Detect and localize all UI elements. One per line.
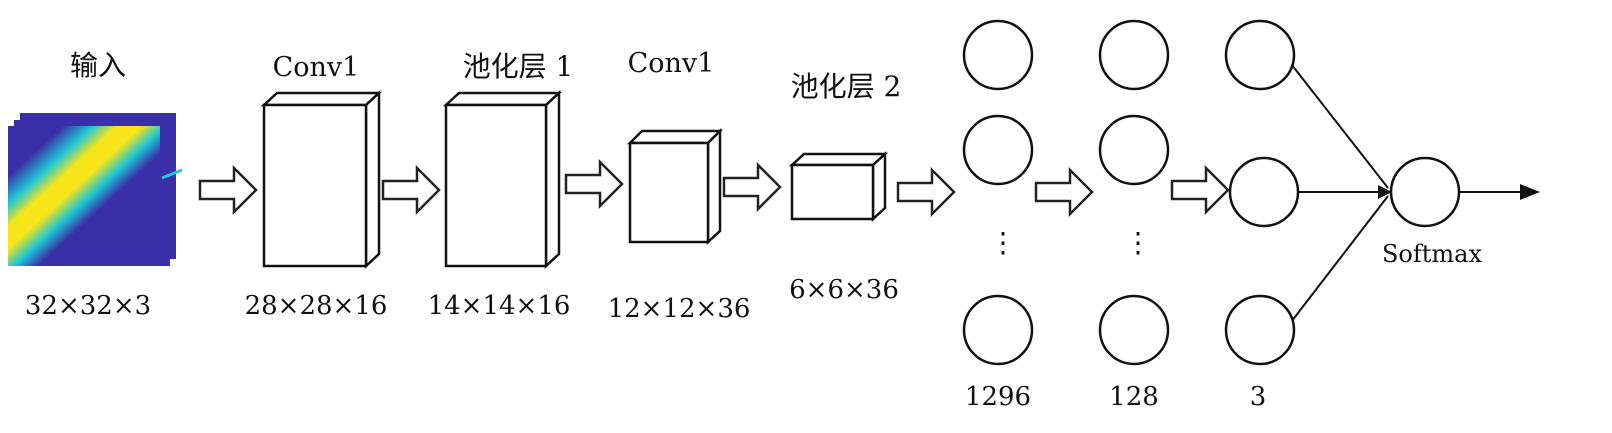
fc2-node-top	[1098, 19, 1170, 91]
flow-arrow-1	[198, 164, 258, 216]
fc2-node-mid	[1098, 114, 1170, 186]
conv2-block	[626, 127, 724, 245]
input-title: 输入	[70, 49, 126, 82]
input-dimensions: 32×32×3	[25, 291, 151, 321]
conn-top	[1287, 59, 1389, 189]
softmax-label: Softmax	[1382, 240, 1482, 268]
conv2-title: Conv1	[628, 48, 715, 79]
pool1-block	[442, 90, 563, 269]
softmax-node	[1389, 156, 1461, 228]
flow-arrow-7	[1170, 164, 1230, 216]
flow-arrows	[198, 158, 1230, 218]
fc3-node-bottom	[1224, 294, 1296, 366]
fc1-size: 1296	[965, 382, 1031, 412]
pool2-block	[788, 151, 889, 222]
fc2-size: 128	[1109, 382, 1159, 412]
conv1-block	[260, 90, 383, 269]
flow-arrow-2	[381, 164, 441, 216]
flow-arrow-5	[896, 166, 956, 218]
conv1-dimensions: 28×28×16	[245, 291, 388, 321]
fc2-ellipsis: ⋮	[1124, 226, 1152, 259]
fc1-node-top	[962, 19, 1034, 91]
flow-arrow-3	[564, 158, 624, 210]
conn-bottom	[1287, 195, 1389, 327]
fc3-node-top	[1224, 19, 1296, 91]
fc2-node-bottom	[1098, 294, 1170, 366]
pool1-title: 池化层 1	[463, 50, 574, 83]
pool2-dimensions: 6×6×36	[789, 275, 899, 305]
flow-arrow-6	[1034, 166, 1094, 218]
input-image-stack	[8, 113, 183, 266]
merge-arrowhead	[1378, 185, 1392, 199]
conv2-dimensions: 12×12×36	[608, 294, 751, 324]
conv1-title: Conv1	[273, 52, 360, 83]
flow-arrow-4	[722, 161, 782, 213]
fc3-node-mid	[1228, 156, 1300, 228]
fc1-node-bottom	[962, 294, 1034, 366]
fc3-size: 3	[1250, 382, 1267, 412]
fc1-ellipsis: ⋮	[989, 226, 1017, 259]
pool2-title: 池化层 2	[791, 70, 902, 103]
fc1-node-mid	[962, 114, 1034, 186]
pool1-dimensions: 14×14×16	[428, 291, 571, 321]
